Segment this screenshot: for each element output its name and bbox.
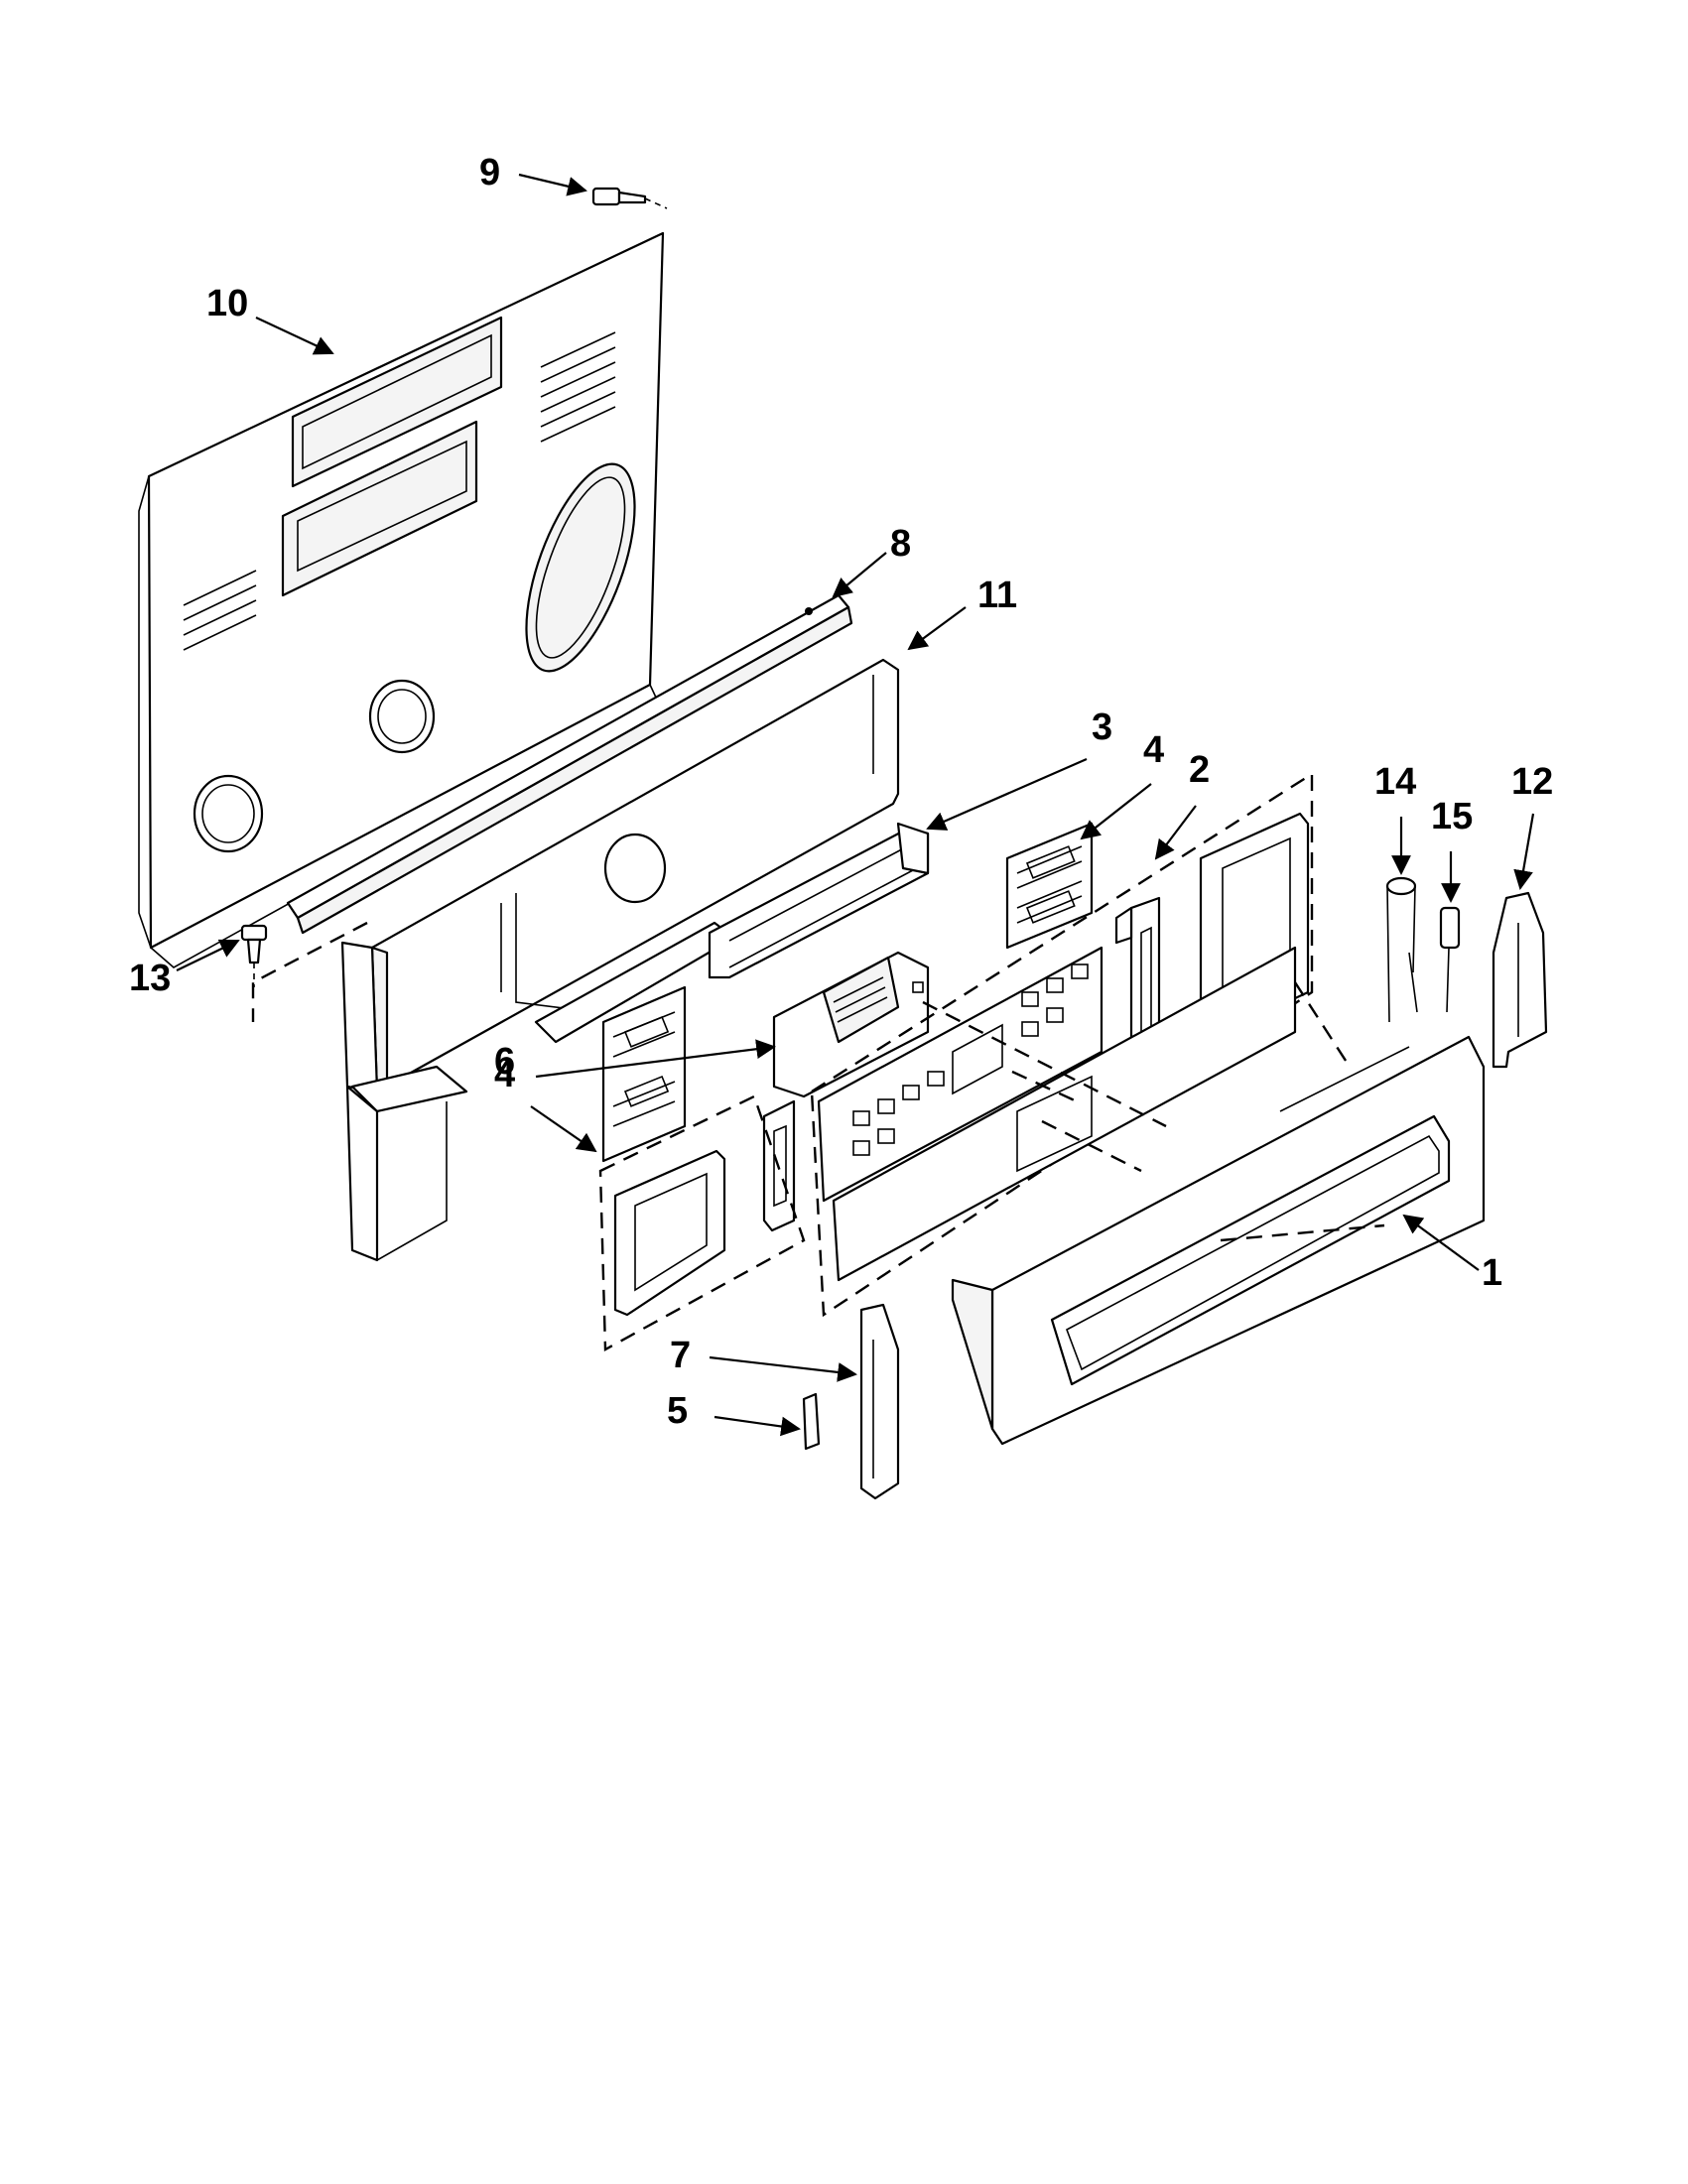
screw-lower-left [240,924,268,987]
callout-8: 8 [890,523,911,565]
igniter [1385,876,1418,1023]
dashed-boundary-right [810,771,1314,1318]
end-cap-left [859,1303,900,1500]
callout-2: 2 [1189,749,1210,791]
touch-frame-lower [613,1149,726,1317]
callout-12: 12 [1511,761,1553,803]
callout-14: 14 [1374,761,1416,803]
callout-11: 11 [977,575,1017,616]
rear-panel [138,231,665,968]
callout-15: 15 [1431,796,1473,837]
callout-6: 6 [494,1041,515,1083]
assembly-lines [251,921,1385,1242]
sensor [1439,906,1461,1013]
front-frame [340,658,900,1262]
callout-4-lower: 4 [494,1054,515,1095]
console-housing [951,1035,1486,1446]
end-cap-right [1492,891,1548,1069]
display-strip [708,822,930,979]
callout-10: 10 [206,283,248,324]
callout-13: 13 [129,958,171,999]
control-board [772,951,930,1098]
callout-1: 1 [1482,1252,1502,1294]
clip [802,1392,821,1451]
callout-3: 3 [1092,707,1112,748]
callout-5: 5 [667,1390,688,1432]
callouts: 1 2 3 4 4 5 6 7 8 9 10 11 12 13 14 15 [129,152,1553,1432]
dashed-boundary-left [598,1094,806,1351]
callout-7: 7 [670,1335,691,1376]
glass-panel [832,946,1297,1282]
leaders [176,173,1535,1437]
callout-9: 9 [479,152,500,193]
control-overlay [817,946,1104,1203]
callout-4-upper: 4 [1143,729,1164,771]
touch-board-lower [601,985,687,1163]
screw-top [591,187,668,209]
bracket-strip [286,593,853,935]
touch-board-upper [1005,822,1094,950]
